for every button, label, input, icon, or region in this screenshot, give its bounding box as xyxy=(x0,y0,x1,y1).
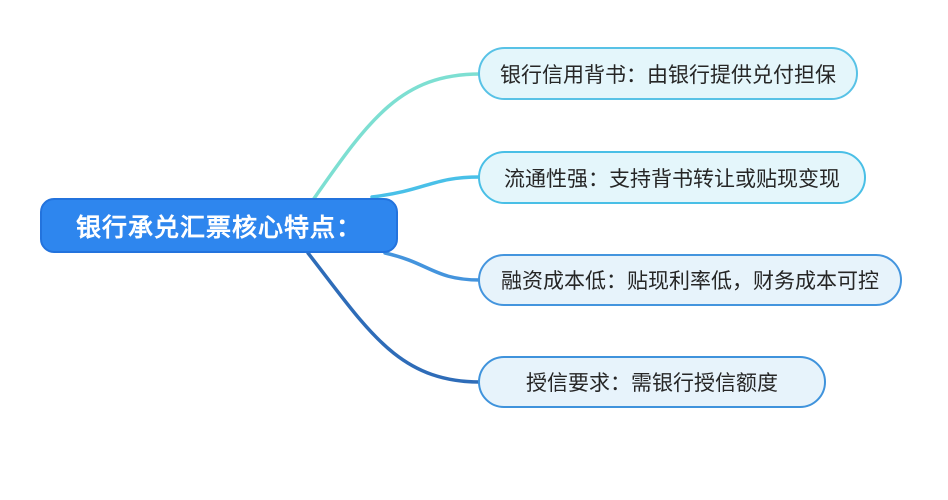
branch-node-financing-cost[interactable]: 融资成本低：贴现利率低，财务成本可控 xyxy=(478,254,902,306)
branch-node-label: 融资成本低：贴现利率低，财务成本可控 xyxy=(501,270,879,293)
branch-node-label: 授信要求：需银行授信额度 xyxy=(526,372,778,395)
branch-curve-3 xyxy=(383,251,482,282)
branch-curve-4 xyxy=(306,251,482,384)
branch-node-label: 银行信用背书：由银行提供兑付担保 xyxy=(500,63,836,87)
branch-node-credit-requirement[interactable]: 授信要求：需银行授信额度 xyxy=(478,356,826,408)
root-node-label: 银行承兑汇票核心特点： xyxy=(75,213,362,242)
root-node[interactable]: 银行承兑汇票核心特点： xyxy=(40,198,398,253)
branch-curve-1 xyxy=(311,72,482,202)
branch-node-bank-credit[interactable]: 银行信用背书：由银行提供兑付担保 xyxy=(478,47,858,100)
branch-node-label: 流通性强：支持背书转让或贴现变现 xyxy=(504,167,840,191)
branch-node-liquidity[interactable]: 流通性强：支持背书转让或贴现变现 xyxy=(478,151,866,204)
branch-curve-2 xyxy=(370,175,482,199)
